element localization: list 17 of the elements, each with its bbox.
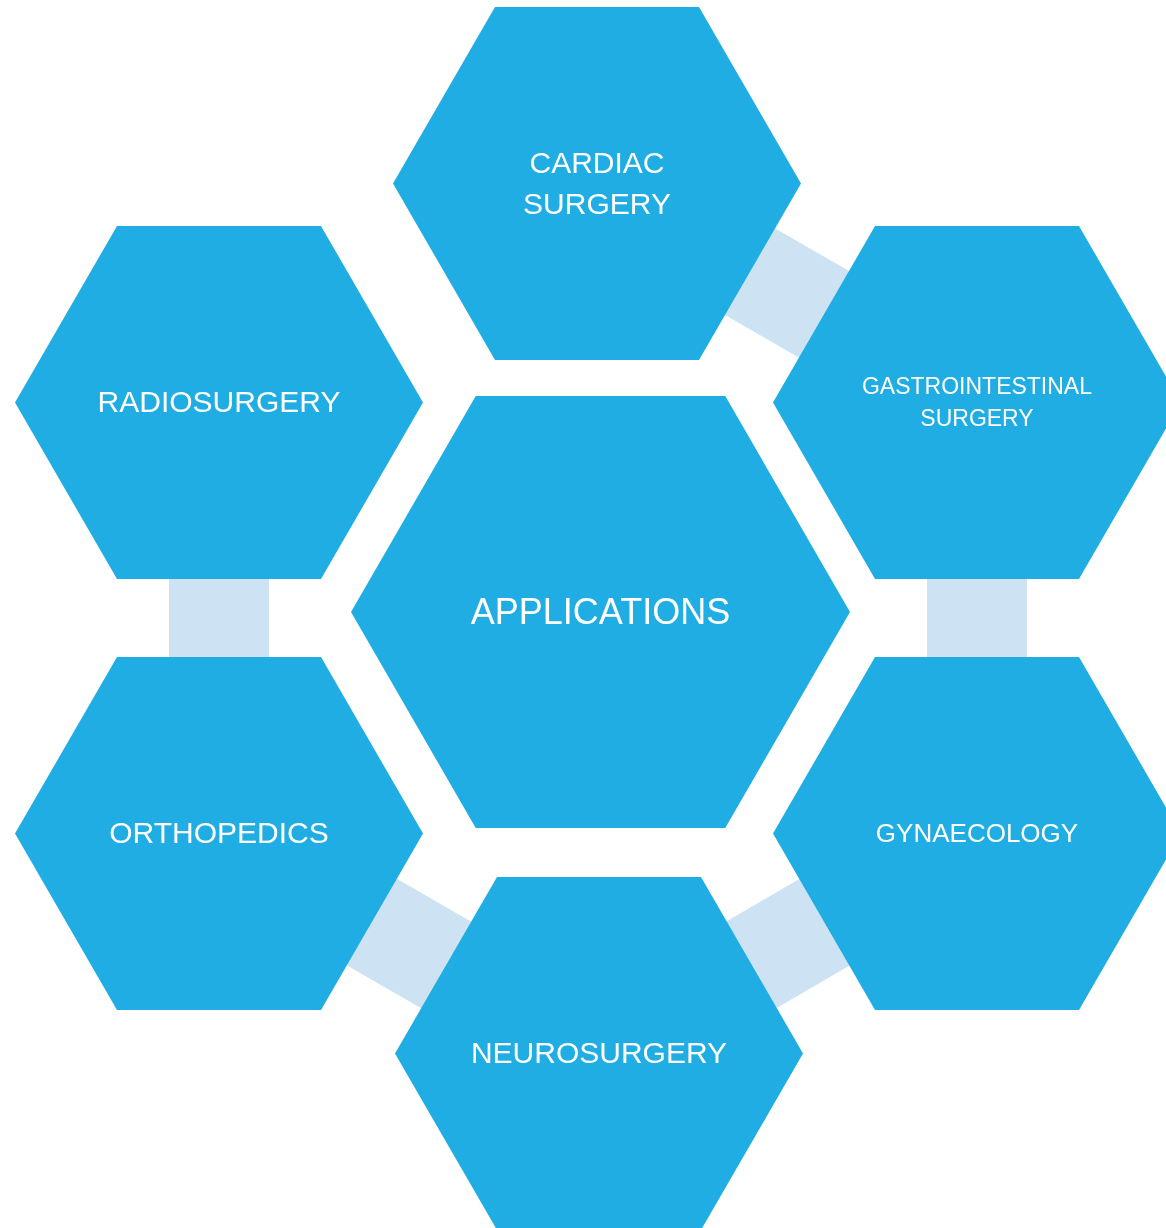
connector-band bbox=[927, 577, 1027, 659]
connector-band bbox=[723, 227, 851, 359]
hexagon bbox=[393, 7, 801, 360]
hexagon bbox=[773, 657, 1166, 1010]
connector-band bbox=[169, 577, 269, 659]
hexagon-label: RADIOSURGERY bbox=[97, 384, 341, 421]
hexagon bbox=[15, 657, 423, 1010]
hexagon-label: ORTHOPEDICS bbox=[109, 815, 329, 852]
hexagon-label: GYNAECOLOGY bbox=[875, 816, 1079, 850]
hexagon-label: GASTROINTESTINAL SURGERY bbox=[860, 372, 1093, 433]
hexagon-label: APPLICATIONS bbox=[470, 589, 731, 634]
hexagon bbox=[351, 396, 850, 828]
hexagon-label: CARDIAC SURGERY bbox=[522, 145, 672, 222]
hexagon bbox=[773, 226, 1166, 579]
hexagon bbox=[15, 226, 423, 579]
hexagon bbox=[395, 877, 803, 1228]
hexagon-label: NEUROSURGERY bbox=[470, 1035, 728, 1072]
